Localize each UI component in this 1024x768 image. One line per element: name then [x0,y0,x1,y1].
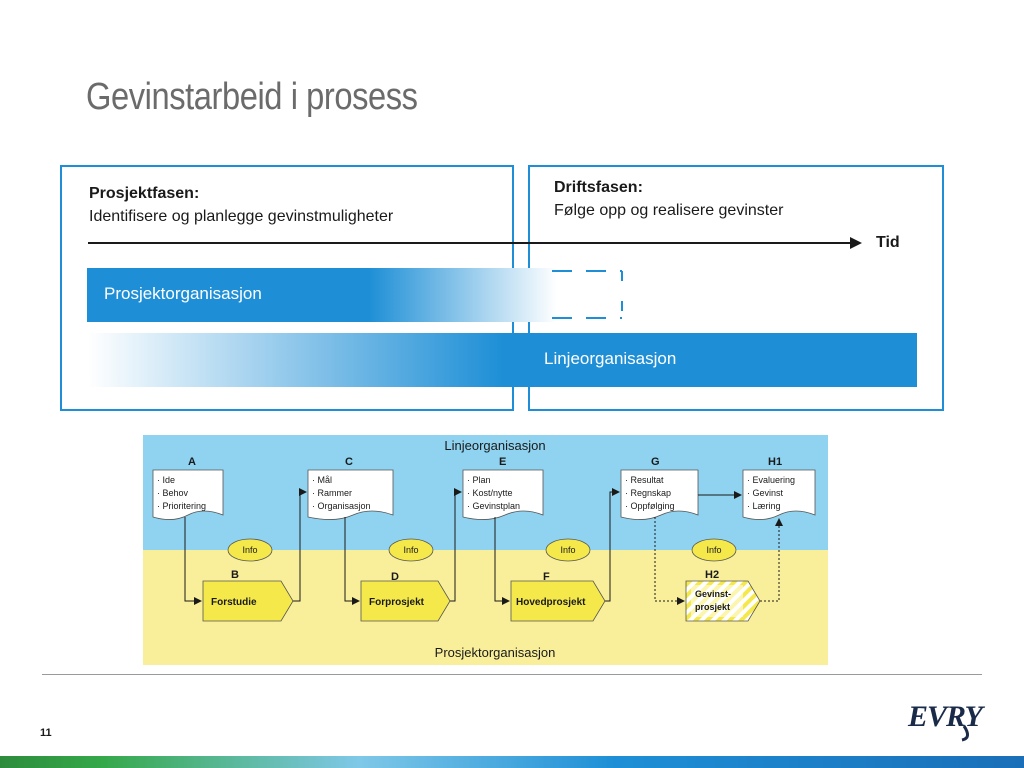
info-bubble-2: Info [388,538,434,562]
line-org-band-label: Linjeorganisasjon [544,349,677,368]
svg-text:Info: Info [403,545,418,555]
time-label: Tid [876,234,900,251]
doc-letter-c: C [345,456,353,468]
doc-e-item-3: · Gevinstplan [467,501,520,511]
doc-letter-g: G [651,456,660,468]
svg-text:Info: Info [706,545,721,555]
operation-phase-title: Driftsfasen: [554,179,643,196]
doc-e-item-1: · Plan [467,475,491,485]
process-diagram: Linjeorganisasjon Prosjektorganisasjon A… [143,435,828,670]
project-phase-subtitle: Identifisere og planlegge gevinstmulighe… [89,208,394,225]
doc-g-item-3: · Oppfølging [625,501,675,511]
line-org-band [88,333,917,387]
document-h1: · Evaluering · Gevinst · Læring [742,469,816,520]
doc-letter-a: A [188,456,196,468]
svg-text:EVRY: EVRY [907,700,985,733]
doc-g-item-2: · Regnskap [625,488,671,498]
slide-title: Gevinstarbeid i prosess [86,76,418,118]
doc-h1-item-2: · Gevinst [747,488,784,498]
svg-text:Hovedprosjekt: Hovedprosjekt [516,597,586,608]
doc-a-item-1: · Ide [157,475,175,485]
page-number: 11 [40,727,52,739]
project-org-band [87,268,557,322]
doc-a-item-2: · Behov [157,488,189,498]
document-e: · Plan · Kost/nytte · Gevinstplan [462,469,544,520]
dotted-connectors [654,517,783,605]
doc-a-item-3: · Prioritering [157,501,206,511]
stage-letter-h2: H2 [705,569,719,581]
doc-c-item-2: · Rammer [312,488,352,498]
info-bubble-1: Info [227,538,273,562]
doc-g-item-1: · Resultat [625,475,664,485]
project-phase-title: Prosjektfasen: [89,185,200,202]
dashed-placeholder-box [552,270,623,319]
doc-c-item-1: · Mål [312,475,332,485]
flow-connectors [184,488,742,605]
stage-gevinstprosjekt: Gevinst- prosjekt [685,580,761,622]
stage-letter-b: B [231,569,239,581]
stage-forstudie: Forstudie [202,580,294,622]
project-org-area-label: Prosjektorganisasjon [435,645,556,660]
footer-divider [42,674,982,675]
stage-hovedprosjekt: Hovedprosjekt [510,580,606,622]
stage-letter-f: F [543,571,550,583]
info-bubble-3: Info [545,538,591,562]
svg-text:prosjekt: prosjekt [695,602,730,612]
footer-color-bar [0,756,1024,768]
info-bubble-4: Info [691,538,737,562]
document-a: · Ide · Behov · Prioritering [152,469,224,520]
document-g: · Resultat · Regnskap · Oppfølging [620,469,699,520]
doc-letter-h1: H1 [768,456,782,468]
svg-text:Forstudie: Forstudie [211,597,257,608]
evry-logo: EVRY [907,700,986,742]
doc-e-item-2: · Kost/nytte [467,488,513,498]
doc-h1-item-1: · Evaluering [747,475,795,485]
svg-text:Gevinst-: Gevinst- [695,589,731,599]
doc-c-item-3: · Organisasjon [312,501,371,511]
doc-h1-item-3: · Læring [747,501,781,511]
doc-letter-e: E [499,456,506,468]
svg-text:Info: Info [242,545,257,555]
svg-text:Info: Info [560,545,575,555]
line-org-area-label: Linjeorganisasjon [444,438,545,453]
project-org-band-label: Prosjektorganisasjon [104,284,262,303]
operation-phase-subtitle: Følge opp og realisere gevinster [554,202,784,219]
document-c: · Mål · Rammer · Organisasjon [307,469,394,520]
svg-text:Forprosjekt: Forprosjekt [369,597,425,608]
stage-forprosjekt: Forprosjekt [360,580,451,622]
stage-letter-d: D [391,571,399,583]
